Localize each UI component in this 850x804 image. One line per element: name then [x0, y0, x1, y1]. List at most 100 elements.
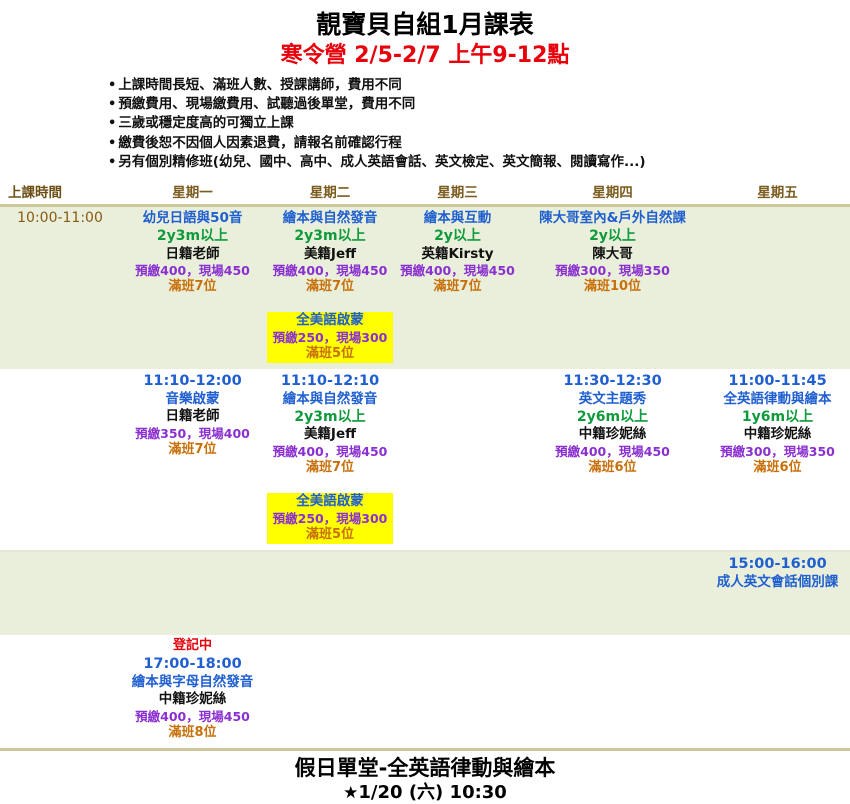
class-title: 成人英文會話個別課 — [716, 573, 839, 590]
class-capacity: 滿班6位 — [588, 460, 637, 476]
cell-tuesday-row4 — [265, 634, 395, 748]
class-fee: 預繳400，現場450 — [272, 263, 388, 279]
class-fee: 預繳400，現場450 — [135, 708, 250, 724]
class-title: 全英語律動與繪本 — [723, 390, 832, 407]
extra-class-capacity: 滿班5位 — [267, 345, 393, 363]
class-teacher: 美籍Jeff — [303, 245, 357, 262]
cell-tuesday-row1[interactable]: 繪本與自然發音 2y3m以上 美籍Jeff 預繳400，現場450 滿班7位 全… — [265, 205, 395, 369]
page-subtitle: 寒令營 2/5-2/7 上午9-12點 — [280, 43, 570, 68]
table-row: 15:00-16:00 成人英文會話個別課 — [0, 549, 850, 635]
class-time: 11:10-12:00 — [143, 372, 242, 389]
cell-thursday-row4 — [520, 634, 705, 748]
extra-class-block[interactable]: 全美語啟蒙 預繳250，現場300 滿班5位 — [267, 493, 393, 544]
notes-list: 上課時間長短、滿班人數、授課講師，費用不同 預繳費用、現場繳費用、試聽過後單堂，… — [0, 76, 850, 173]
star-icon: ★ — [343, 783, 359, 804]
cell-wednesday-row1[interactable]: 繪本與互動 2y以上 英籍Kirsty 預繳400，現場450 滿班7位 — [395, 205, 520, 369]
cell-tuesday-row3 — [265, 549, 395, 635]
class-teacher: 美籍Jeff — [303, 426, 357, 443]
class-title: 繪本與互動 — [423, 209, 492, 226]
class-time: 17:00-18:00 — [143, 655, 242, 672]
cell-time-row3 — [0, 549, 120, 635]
schedule-table: 上課時間 星期一 星期二 星期三 星期四 星期五 10:00-11:00 幼兒日… — [0, 178, 850, 748]
note-item: 上課時間長短、滿班人數、授課講師，費用不同 — [108, 76, 850, 95]
class-title: 繪本與自然發音 — [282, 390, 378, 407]
class-time: 11:30-12:30 — [563, 372, 662, 389]
registration-status-badge: 登記中 — [172, 637, 212, 653]
column-header-monday: 星期一 — [120, 178, 265, 207]
cell-friday-row1 — [705, 205, 850, 369]
class-capacity: 滿班7位 — [168, 442, 217, 458]
class-capacity: 滿班7位 — [433, 279, 482, 295]
class-age: 2y以上 — [589, 228, 636, 245]
class-fee: 預繳300，現場350 — [555, 263, 670, 279]
cell-wednesday-row2 — [395, 368, 520, 551]
cell-friday-row2[interactable]: 11:00-11:45 全英語律動與繪本 1y6m以上 中籍珍妮絲 預繳300，… — [705, 368, 850, 551]
extra-class-title: 全美語啟蒙 — [267, 312, 393, 330]
footer-date: 1/20 (六) 10:30 — [358, 782, 507, 804]
class-teacher: 日籍老師 — [165, 245, 220, 262]
class-capacity: 滿班10位 — [583, 279, 642, 295]
extra-class-fee: 預繳250，現場300 — [267, 510, 393, 527]
extra-class-capacity: 滿班5位 — [267, 526, 393, 544]
column-header-thursday: 星期四 — [520, 178, 705, 207]
cell-time-row4 — [0, 634, 120, 748]
class-teacher: 中籍珍妮絲 — [158, 691, 227, 708]
class-capacity: 滿班7位 — [168, 279, 217, 295]
note-item: 繳費後恕不因個人因素退費，請報名前確認行程 — [108, 134, 850, 153]
cell-friday-row4 — [705, 634, 850, 748]
cell-monday-row3 — [120, 549, 265, 635]
note-item: 三歲或穩定度高的可獨立上課 — [108, 114, 850, 133]
table-row: 登記中 17:00-18:00 繪本與字母自然發音 中籍珍妮絲 預繳400，現場… — [0, 634, 850, 748]
cell-time-row2 — [0, 368, 120, 551]
class-teacher: 陳大哥 — [592, 245, 633, 262]
class-age: 1y6m以上 — [741, 409, 814, 426]
footer-date-line: ★1/20 (六) 10:30 — [0, 781, 850, 804]
class-title: 音樂啟蒙 — [165, 390, 220, 407]
class-title: 幼兒日語與50音 — [142, 209, 243, 226]
class-age: 2y3m以上 — [156, 228, 229, 245]
class-teacher: 中籍珍妮絲 — [578, 426, 647, 443]
page-title: 靚寶貝自組1月課表 — [316, 10, 534, 39]
class-fee: 預繳400，現場450 — [272, 444, 388, 459]
cell-tuesday-row2[interactable]: 11:10-12:10 繪本與自然發音 2y3m以上 美籍Jeff 預繳400，… — [265, 368, 395, 551]
cell-thursday-row2[interactable]: 11:30-12:30 英文主題秀 2y6m以上 中籍珍妮絲 預繳400，現場4… — [520, 368, 705, 551]
cell-time-row1: 10:00-11:00 — [0, 205, 120, 369]
class-title: 陳大哥室內&戶外自然課 — [539, 209, 686, 226]
column-header-wednesday: 星期三 — [395, 178, 520, 207]
extra-class-block[interactable]: 全美語啟蒙 預繳250，現場300 滿班5位 — [267, 312, 393, 363]
table-row: 10:00-11:00 幼兒日語與50音 2y3m以上 日籍老師 預繳400，現… — [0, 205, 850, 369]
class-age: 2y3m以上 — [294, 228, 366, 245]
class-time: 11:10-12:10 — [280, 372, 380, 389]
class-title: 繪本與字母自然發音 — [131, 673, 254, 690]
table-row: 11:10-12:00 音樂啟蒙 日籍老師 預繳350，現場400 滿班7位 1… — [0, 368, 850, 551]
class-fee: 預繳400，現場450 — [135, 263, 250, 279]
class-fee: 預繳300，現場350 — [720, 444, 835, 459]
class-age: 2y6m以上 — [576, 409, 649, 426]
class-age: 2y3m以上 — [294, 409, 366, 426]
class-fee: 預繳400，現場450 — [555, 444, 670, 459]
class-fee: 預繳400，現場450 — [400, 263, 515, 279]
class-time: 15:00-16:00 — [728, 555, 827, 572]
cell-wednesday-row4 — [395, 634, 520, 748]
note-item: 預繳費用、現場繳費用、試聽過後單堂，費用不同 — [108, 95, 850, 114]
class-teacher: 英籍Kirsty — [421, 245, 494, 262]
class-title: 英文主題秀 — [578, 390, 647, 407]
column-header-friday: 星期五 — [705, 178, 850, 207]
cell-thursday-row3 — [520, 549, 705, 635]
class-time: 11:00-11:45 — [728, 372, 827, 389]
column-header-tuesday: 星期二 — [265, 178, 395, 207]
class-capacity: 滿班7位 — [305, 279, 355, 295]
class-teacher: 中籍珍妮絲 — [743, 426, 812, 443]
note-item: 另有個別精修班(幼兒、國中、高中、成人英語會話、英文檢定、英文簡報、閱讀寫作..… — [108, 153, 850, 172]
cell-thursday-row1[interactable]: 陳大哥室內&戶外自然課 2y以上 陳大哥 預繳300，現場350 滿班10位 — [520, 205, 705, 369]
extra-class-fee: 預繳250，現場300 — [267, 329, 393, 346]
cell-wednesday-row3 — [395, 549, 520, 635]
cell-monday-row4[interactable]: 登記中 17:00-18:00 繪本與字母自然發音 中籍珍妮絲 預繳400，現場… — [120, 634, 265, 748]
cell-monday-row2[interactable]: 11:10-12:00 音樂啟蒙 日籍老師 預繳350，現場400 滿班7位 — [120, 368, 265, 551]
class-teacher: 日籍老師 — [165, 408, 220, 425]
cell-monday-row1[interactable]: 幼兒日語與50音 2y3m以上 日籍老師 預繳400，現場450 滿班7位 — [120, 205, 265, 369]
cell-friday-row3[interactable]: 15:00-16:00 成人英文會話個別課 — [705, 549, 850, 635]
column-header-time: 上課時間 — [0, 178, 120, 207]
page-header: 靚寶貝自組1月課表 寒令營 2/5-2/7 上午9-12點 上課時間長短、滿班人… — [0, 0, 850, 173]
class-capacity: 滿班7位 — [305, 460, 355, 476]
